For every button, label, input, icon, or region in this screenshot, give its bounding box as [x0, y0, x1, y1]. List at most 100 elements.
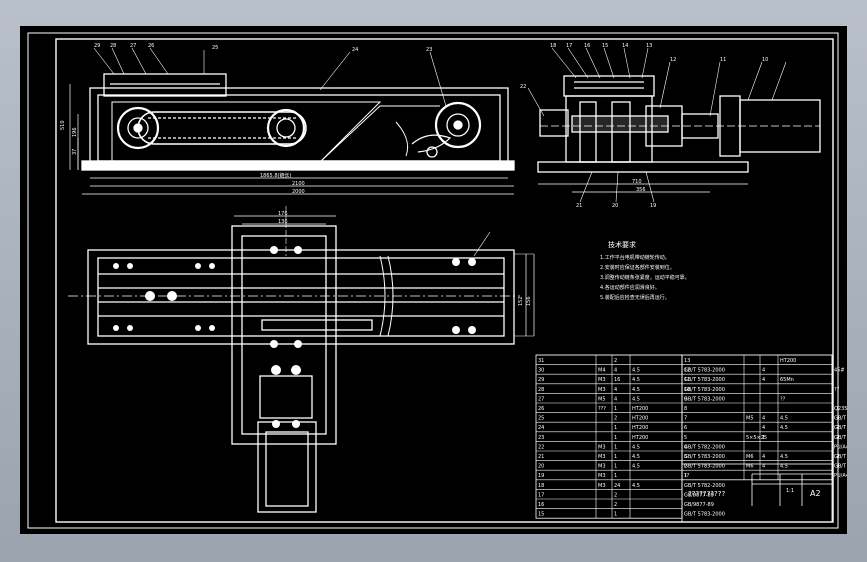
table-cell: M3 [598, 483, 606, 489]
balloon-label: 13 [646, 43, 652, 49]
side-base [537, 161, 749, 173]
table-cell: GB/T 5783-2000 [684, 387, 725, 393]
balloon-label: 26 [148, 43, 154, 49]
table-cell: 2 [614, 492, 617, 498]
table-cell: GB/T 5783-2000 [684, 512, 725, 518]
note-line: 5.装配后应检查无误后再运行。 [600, 294, 670, 301]
table-cell: 31 [538, 358, 544, 364]
table-cell: 25 [538, 416, 544, 422]
table-cell: 4.5 [632, 454, 640, 460]
table-cell: 1 [614, 406, 617, 412]
table-cell: 9 [684, 396, 687, 402]
side-left-block [539, 109, 569, 137]
drawing-canvas[interactable]: 29 28 27 26 25 24 23 1865.8(链长) 2100 200… [20, 26, 847, 534]
table-cell: 1 [614, 464, 617, 470]
table-cell: 22 [538, 444, 544, 450]
table-cell: M3 [598, 454, 606, 460]
table-cell: 4 [762, 416, 765, 422]
table-cell: M5 [746, 416, 754, 422]
table-cell: ?? [684, 473, 690, 479]
plan-motor [257, 421, 317, 513]
balloon-label: 29 [94, 43, 100, 49]
balloon-label: 19 [650, 203, 656, 209]
table-cell: 1 [614, 473, 617, 479]
table-cell: 30 [538, 368, 544, 374]
dim-176: 176 [278, 211, 288, 217]
balloon-label: 18 [550, 43, 556, 49]
table-cell: 5×5×25 [746, 435, 767, 441]
table-cell: 20 [538, 464, 544, 470]
table-cell: GB/9877-89 [684, 502, 714, 508]
table-cell: 5 [684, 435, 687, 441]
balloon-label: 10 [762, 57, 768, 63]
table-cell: Q235 [834, 406, 847, 412]
table-cell: GB/T 5783-2000 [684, 454, 725, 460]
table-cell: 4.5 [632, 377, 640, 383]
plan-rack [261, 319, 373, 331]
table-cell: 1 [614, 435, 617, 441]
title-placeholder: ?????????? [688, 490, 725, 498]
table-cell: 3 [684, 454, 687, 460]
outer-frame [27, 32, 839, 529]
dim-156: 156 [526, 296, 532, 306]
note-line: 2.安装时应保证各部件安装到位。 [600, 264, 675, 271]
table-cell: M3 [598, 444, 606, 450]
table-cell: GB/T 5783-2000 [834, 464, 847, 470]
table-cell: 65Mn [780, 377, 794, 383]
side-top-motor [563, 75, 655, 97]
dim-196: 196 [72, 127, 78, 137]
table-cell: GB/T 5783-2000 [684, 368, 725, 374]
front-view [69, 47, 515, 195]
side-view [527, 47, 821, 203]
front-frame [89, 87, 509, 169]
balloon-label: 28 [110, 43, 116, 49]
table-cell: 11 [684, 377, 690, 383]
table-cell: PU/A4 [834, 473, 847, 479]
table-cell: 26 [538, 406, 544, 412]
table-cell: 8 [684, 406, 687, 412]
balloon-label: 23 [426, 47, 432, 53]
inner-frame [55, 38, 834, 523]
table-cell: 4 [614, 396, 617, 402]
dim-510: 510 [60, 120, 66, 130]
table-cell: 23 [538, 435, 544, 441]
table-cell: 7 [684, 416, 687, 422]
table-cell: 1 [684, 473, 687, 479]
table-cell: HT200 [632, 406, 648, 412]
dim-2000: 2000 [292, 189, 305, 195]
balloon-label: 17 [566, 43, 572, 49]
table-cell: M3 [598, 473, 606, 479]
table-cell: 4 [762, 368, 765, 374]
balloon-label: 25 [212, 45, 218, 51]
balloon-label: 22 [520, 84, 526, 90]
table-cell: M6 [746, 454, 754, 460]
table-cell: 4.5 [632, 387, 640, 393]
parts-right-grid [681, 354, 833, 481]
table-cell: 4.5 [780, 454, 788, 460]
table-cell: 27 [538, 396, 544, 402]
table-cell: 18 [538, 483, 544, 489]
table-cell: 4 [614, 368, 617, 374]
sprocket-left [116, 106, 160, 150]
table-cell: ?? [834, 387, 840, 393]
table-cell: GB/T 5783-2000 [684, 396, 725, 402]
sheet-size: A2 [810, 489, 821, 498]
table-cell: 6 [684, 425, 687, 431]
mechanical-drawing: 29 28 27 26 25 24 23 1865.8(链长) 2100 200… [27, 32, 847, 529]
table-cell: 4 [762, 377, 765, 383]
table-cell: 28 [538, 387, 544, 393]
technical-notes: 技术要求 1.工作平台电机带动链轮传动。 2.安装时应保证各部件安装到位。 3.… [600, 240, 690, 301]
dim-chain-length: 1865.8(链长) [260, 172, 291, 179]
table-cell: M3 [598, 377, 606, 383]
dim-152: 152 [518, 296, 524, 306]
scale-label: 1:1 [786, 488, 794, 494]
note-line: 4.各运动部件应润滑良好。 [600, 284, 660, 291]
table-cell: 17 [538, 492, 544, 498]
balloon-label: 24 [352, 47, 358, 53]
dim-710: 710 [632, 179, 642, 185]
table-cell: 4 [762, 425, 765, 431]
table-cell: 4 [614, 387, 617, 393]
table-cell: 16 [538, 502, 544, 508]
